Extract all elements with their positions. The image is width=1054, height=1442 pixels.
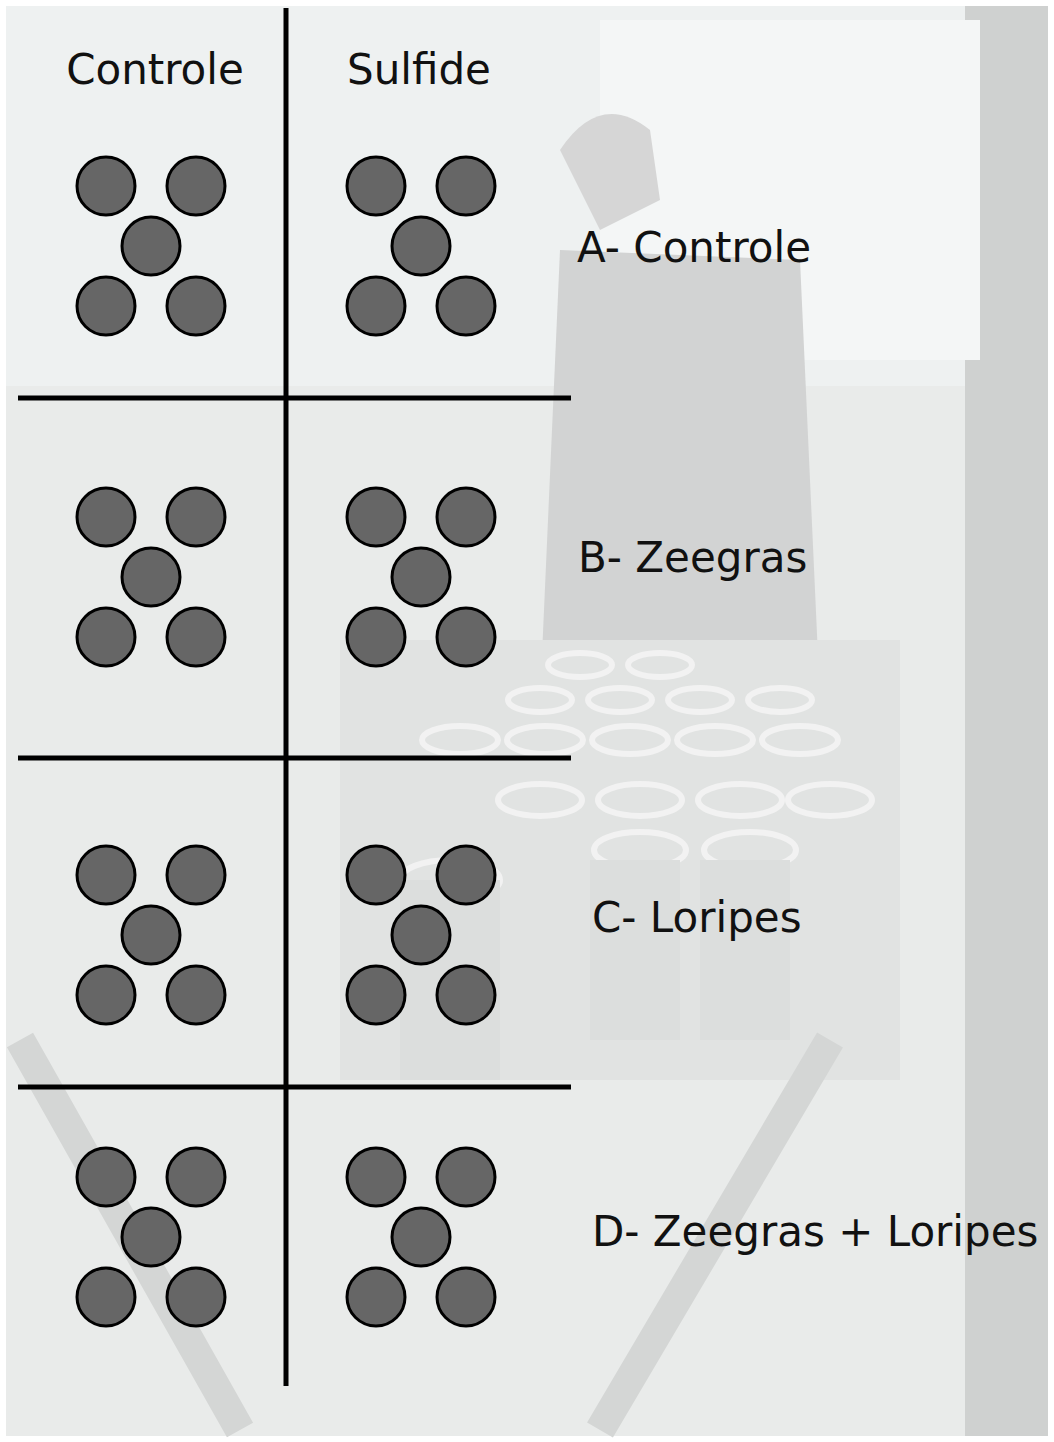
- column-header: Sulfide: [347, 46, 491, 94]
- sediment-core: [347, 277, 405, 335]
- sediment-core: [167, 966, 225, 1024]
- faded-table: [340, 640, 900, 1080]
- sediment-core: [347, 1268, 405, 1326]
- sediment-core: [347, 1148, 405, 1206]
- treatment-label: C- Loripes: [592, 894, 802, 942]
- treatment-label: D- Zeegras + Loripes: [592, 1208, 1038, 1256]
- sediment-core: [122, 906, 180, 964]
- sediment-core: [347, 846, 405, 904]
- sediment-core: [347, 157, 405, 215]
- sediment-core: [437, 1148, 495, 1206]
- column-header: Controle: [66, 46, 244, 94]
- sediment-core: [347, 966, 405, 1024]
- sediment-core: [437, 1268, 495, 1326]
- sediment-core: [437, 846, 495, 904]
- sediment-core: [167, 1148, 225, 1206]
- sediment-core: [167, 488, 225, 546]
- sediment-core: [77, 1148, 135, 1206]
- sediment-core: [437, 277, 495, 335]
- sediment-core: [122, 217, 180, 275]
- sediment-core: [437, 608, 495, 666]
- faded-person-body: [540, 250, 820, 700]
- sediment-core: [122, 1208, 180, 1266]
- faded-person-head: [560, 114, 660, 230]
- row-divider: [18, 1085, 571, 1090]
- core-groups: [77, 157, 495, 1326]
- sediment-core: [167, 1268, 225, 1326]
- sediment-core: [347, 608, 405, 666]
- sediment-core: [167, 157, 225, 215]
- sediment-core: [77, 488, 135, 546]
- grid-lines: [18, 8, 571, 1386]
- column-divider: [284, 8, 289, 1386]
- row-divider: [18, 756, 571, 761]
- sediment-core: [392, 906, 450, 964]
- sediment-core: [392, 548, 450, 606]
- sediment-core: [437, 966, 495, 1024]
- treatment-label: A- Controle: [577, 224, 811, 272]
- sediment-core: [167, 608, 225, 666]
- sediment-core: [167, 277, 225, 335]
- sediment-core: [437, 488, 495, 546]
- sediment-core: [77, 1268, 135, 1326]
- treatment-label: B- Zeegras: [578, 534, 807, 582]
- sediment-core: [437, 157, 495, 215]
- sediment-core: [77, 157, 135, 215]
- sediment-core: [392, 217, 450, 275]
- row-divider: [18, 396, 571, 401]
- sediment-core: [77, 608, 135, 666]
- sediment-core: [167, 846, 225, 904]
- sediment-core: [392, 1208, 450, 1266]
- sediment-core: [122, 548, 180, 606]
- faded-photo: [6, 6, 1048, 1436]
- window-area: [6, 6, 1048, 386]
- sediment-core: [77, 846, 135, 904]
- sediment-core: [77, 966, 135, 1024]
- sediment-core: [77, 277, 135, 335]
- sediment-core: [347, 488, 405, 546]
